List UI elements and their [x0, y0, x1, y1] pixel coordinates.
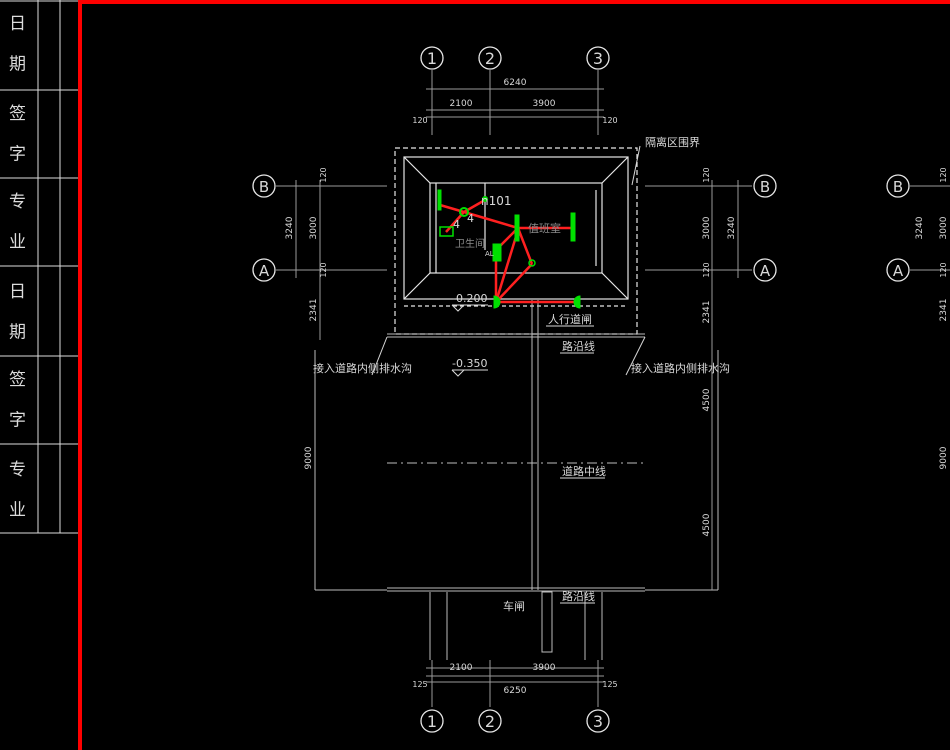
axis-lines [276, 70, 950, 707]
dim-far-9000: 9000 [939, 446, 949, 469]
axis-label-b-far: B [893, 178, 903, 196]
equipment [437, 189, 581, 309]
label-count-a: 4 [453, 218, 460, 231]
dimension-lines [295, 88, 739, 683]
title-block-discipline-2: 专 业 [5, 460, 25, 527]
axis-label-3-bottom: 3 [593, 712, 603, 731]
sheet-frame [78, 0, 950, 750]
dim-left-inner: 3000 [309, 216, 319, 239]
dim-right-inner: 3000 [702, 216, 712, 239]
title-block-grid [0, 0, 78, 534]
label-device: AL [485, 250, 494, 258]
title-block-sign-1: 签 字 [5, 104, 25, 171]
dim-top-total: 6240 [504, 78, 527, 88]
title-block-date-2: 日 期 [5, 282, 25, 349]
dim-right-4500-bot: 4500 [702, 513, 712, 536]
title-block-discipline-1: 专 业 [5, 192, 25, 259]
label-curb-bottom: 路沿线 [562, 589, 595, 603]
label-fence: 隔离区围界 [645, 135, 700, 149]
dim-left-outer: 3240 [285, 216, 295, 239]
axis-label-a-left: A [259, 262, 270, 280]
axis-label-3-top: 3 [593, 49, 603, 68]
dim-top-left: 2100 [450, 99, 473, 109]
label-curb-top: 路沿线 [562, 339, 595, 353]
dim-right-120-top: 120 [702, 167, 711, 182]
axis-label-a-right: A [760, 262, 771, 280]
dim-bottom-right: 3900 [533, 663, 556, 673]
dim-right-outer: 3240 [727, 216, 737, 239]
label-barrier: 车闸 [503, 599, 525, 613]
dim-top-edge-right: 120 [602, 116, 617, 125]
dim-far-3240: 3240 [915, 216, 925, 239]
axis-label-a-far: A [893, 262, 904, 280]
level-markers [371, 145, 646, 604]
dim-right-120-bot: 120 [702, 262, 711, 277]
building-walls [394, 147, 638, 335]
dim-left-120-bot: 120 [319, 262, 328, 277]
dim-bottom-edge-right: 125 [602, 680, 617, 689]
dim-far-3000: 3000 [939, 216, 949, 239]
axis-label-1-top: 1 [427, 49, 437, 68]
title-block-sign-2: 签 字 [5, 370, 25, 437]
axis-label-b-right: B [760, 178, 770, 196]
axis-label-b-left: B [259, 178, 269, 196]
dim-top-right: 3900 [533, 99, 556, 109]
dim-bottom-total: 6250 [504, 686, 527, 696]
axis-label-2-top: 2 [485, 49, 495, 68]
dim-far-120a: 120 [939, 167, 948, 182]
label-drain-left: 接入道路内侧排水沟 [313, 361, 412, 375]
dim-left-2341: 2341 [309, 299, 319, 322]
dim-bottom-edge-left: 125 [412, 680, 427, 689]
label-count-b: 4 [467, 212, 474, 225]
axis-label-1-bottom: 1 [427, 712, 437, 731]
dim-far-120b: 120 [939, 262, 948, 277]
dim-top-edge-left: 120 [412, 116, 427, 125]
dim-right-4500-top: 4500 [702, 388, 712, 411]
label-road-center: 道路中线 [562, 464, 606, 478]
label-level-2: -0.350 [452, 357, 487, 370]
axis-bubbles [252, 46, 910, 733]
label-room-number: n101 [481, 194, 512, 208]
dim-bottom-left: 2100 [450, 663, 473, 673]
dim-right-2341: 2341 [702, 301, 712, 324]
text-layer: 1 2 3 1 2 3 B A B A B A 6240 2100 3900 1… [259, 49, 949, 731]
label-level-1: -0.200 [452, 292, 487, 305]
dim-far-2341: 2341 [939, 299, 949, 322]
label-duty-room: 值班室 [528, 221, 561, 235]
dim-left-120-top: 120 [319, 167, 328, 182]
label-gate-ped: 人行道闸 [548, 312, 592, 326]
dim-left-9000: 9000 [304, 446, 314, 469]
label-drain-right: 接入道路内侧排水沟 [631, 361, 730, 375]
label-toilet: 卫生间 [455, 237, 485, 250]
axis-label-2-bottom: 2 [485, 712, 495, 731]
title-block-date-1: 日 期 [5, 14, 25, 81]
